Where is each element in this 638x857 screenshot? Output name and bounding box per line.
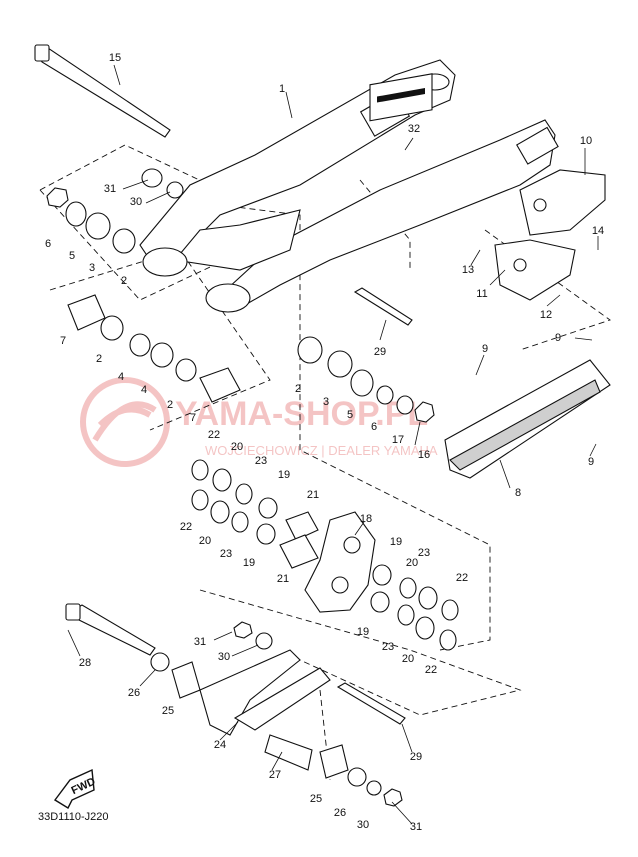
pivot-shaft	[34, 44, 171, 138]
callout-1: 1	[279, 83, 285, 95]
callout-8: 8	[515, 487, 521, 499]
relay-arm-group	[191, 459, 459, 651]
diagram-code: 33D1110-J220	[38, 811, 109, 823]
callout-20: 20	[402, 653, 414, 665]
callout-22: 22	[456, 572, 468, 584]
callout-7: 7	[60, 335, 66, 347]
callout-22: 22	[180, 521, 192, 533]
callout-30: 30	[357, 819, 369, 831]
callout-20: 20	[231, 441, 243, 453]
callout-6: 6	[371, 421, 377, 433]
connecting-rod-group	[65, 603, 406, 807]
callout-27: 27	[269, 769, 281, 781]
callout-26: 26	[128, 687, 140, 699]
callout-2: 2	[295, 383, 301, 395]
chain-slider	[444, 359, 611, 479]
callout-16: 16	[418, 449, 430, 461]
callout-23: 23	[220, 548, 232, 560]
callout-21: 21	[307, 489, 319, 501]
callout-2: 2	[96, 353, 102, 365]
callout-19: 19	[243, 557, 255, 569]
swingarm	[139, 59, 559, 313]
callout-30: 30	[130, 196, 142, 208]
chain-guide	[494, 169, 606, 301]
callout-26: 26	[334, 807, 346, 819]
callout-29: 29	[410, 751, 422, 763]
fwd-arrow-icon: FWD	[53, 768, 97, 809]
right-bearing-group	[297, 287, 435, 423]
callout-15: 15	[109, 52, 121, 64]
callout-5: 5	[347, 409, 353, 421]
callout-18: 18	[360, 513, 372, 525]
callout-23: 23	[255, 455, 267, 467]
callout-21: 21	[277, 573, 289, 585]
callout-22: 22	[208, 429, 220, 441]
left-bearing-group	[46, 168, 241, 403]
callout-32: 32	[408, 123, 420, 135]
callout-7: 7	[190, 412, 196, 424]
callout-6: 6	[45, 238, 51, 250]
callout-19: 19	[357, 626, 369, 638]
callout-12: 12	[540, 309, 552, 321]
callout-19: 19	[390, 536, 402, 548]
callout-31: 31	[104, 183, 116, 195]
callout-23: 23	[418, 547, 430, 559]
callout-9: 9	[588, 456, 594, 468]
leader-lines	[67, 64, 599, 825]
callout-9: 9	[555, 332, 561, 344]
callout-25: 25	[162, 705, 174, 717]
callout-9: 9	[482, 343, 488, 355]
callout-10: 10	[580, 135, 592, 147]
callout-3: 3	[323, 396, 329, 408]
callout-20: 20	[406, 557, 418, 569]
callout-24: 24	[214, 739, 226, 751]
callout-23: 23	[382, 641, 394, 653]
callout-20: 20	[199, 535, 211, 547]
callout-22: 22	[425, 664, 437, 676]
watermark-subtitle: WOJCIECHOWICZ | DEALER YAMAHA	[205, 443, 438, 458]
callout-25: 25	[310, 793, 322, 805]
callout-labels: 1222233445566778999101112131415161718191…	[45, 52, 604, 833]
callout-11: 11	[476, 288, 487, 300]
callout-5: 5	[69, 250, 75, 262]
label-plate	[369, 73, 433, 122]
callout-2: 2	[167, 399, 173, 411]
callout-2: 2	[121, 275, 127, 287]
callout-31: 31	[194, 636, 206, 648]
callout-4: 4	[118, 371, 124, 383]
callout-14: 14	[592, 225, 604, 237]
callout-4: 4	[141, 384, 147, 396]
callout-13: 13	[462, 264, 474, 276]
callout-30: 30	[218, 651, 230, 663]
callout-19: 19	[278, 469, 290, 481]
callout-3: 3	[89, 262, 95, 274]
callout-29: 29	[374, 346, 386, 358]
callout-17: 17	[392, 434, 404, 446]
callout-28: 28	[79, 657, 91, 669]
callout-31: 31	[410, 821, 422, 833]
